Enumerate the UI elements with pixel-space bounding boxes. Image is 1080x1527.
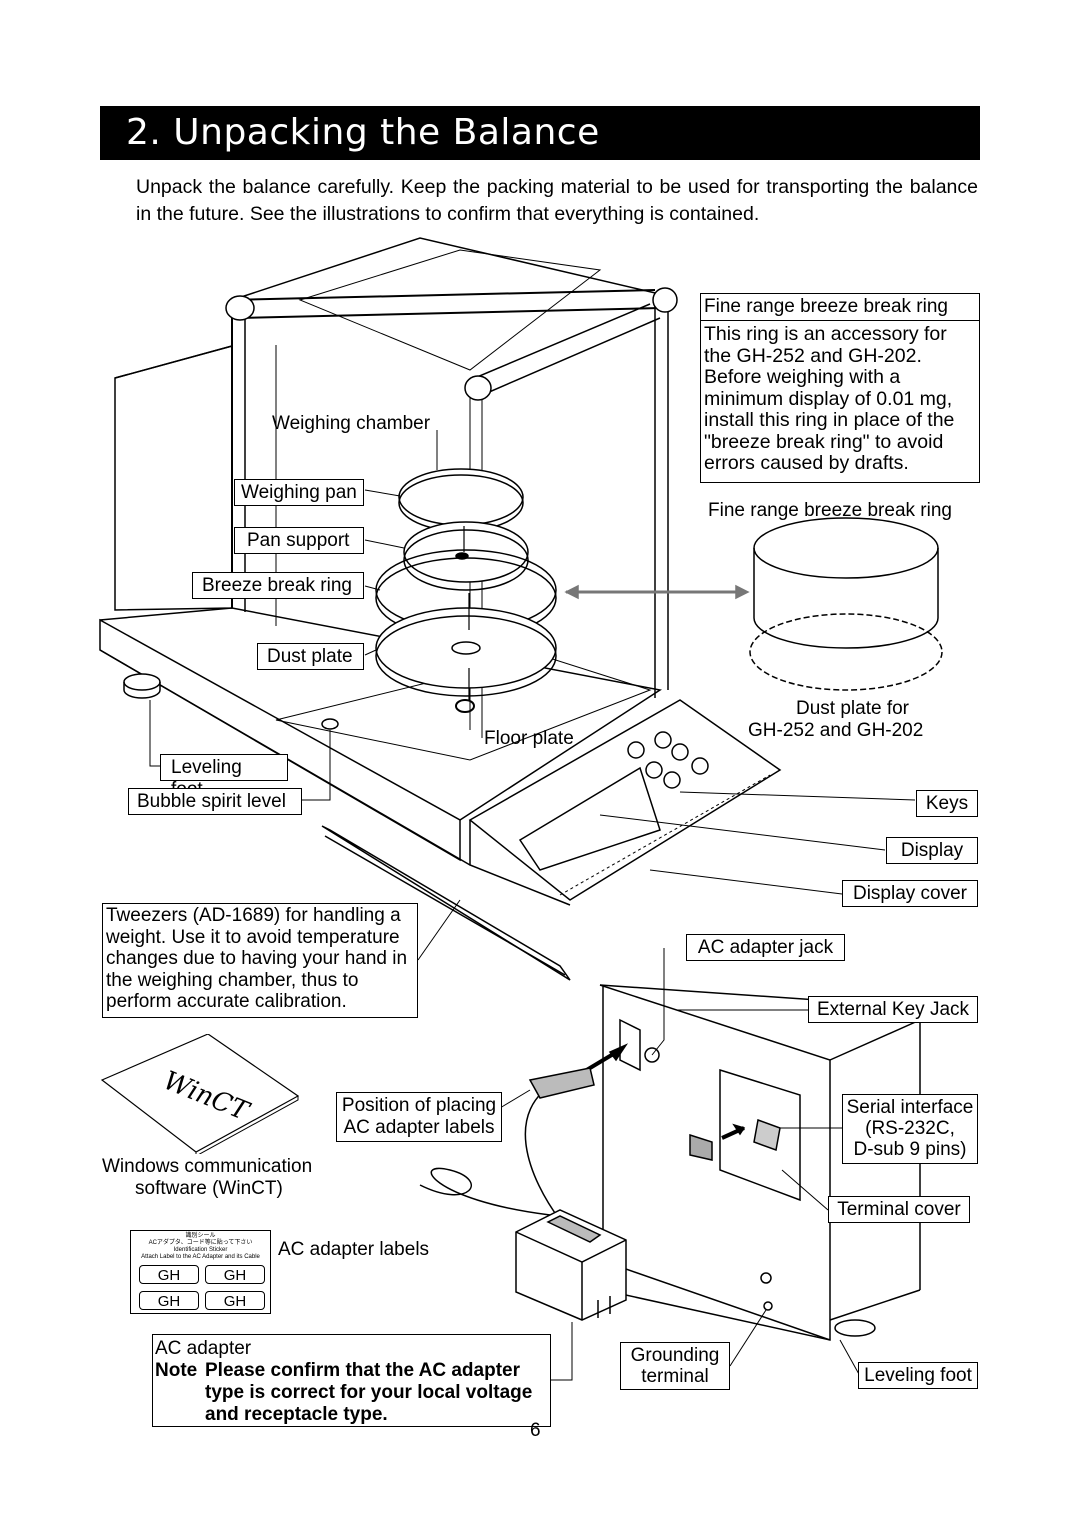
label-leveling-foot-left: Leveling foot [160, 754, 288, 800]
label-dust-plate-for-1: Dust plate for [796, 698, 909, 719]
gh-label: GH [139, 1265, 199, 1284]
sticker-line3: Identification Sticker [173, 1247, 228, 1253]
sticker-line2: ACアダプタ、コード等に貼って下さい [148, 1240, 253, 1246]
winct-caption-line2: software (WinCT) [135, 1178, 283, 1199]
grounding-line1: Grounding [630, 1345, 720, 1366]
gh-label: GH [139, 1291, 199, 1310]
label-floor-plate: Floor plate [484, 728, 574, 749]
label-breeze-break-ring: Breeze break ring [192, 572, 364, 599]
label-pan-support: Pan support [234, 527, 364, 554]
section-header: 2. Unpacking the Balance [100, 106, 980, 160]
winct-caption-line1: Windows communication [102, 1156, 313, 1177]
label-leveling-foot-right: Leveling foot [858, 1362, 978, 1389]
serial-interface-line2: (RS-232C, [865, 1118, 955, 1139]
position-placing-line2: AC adapter labels [343, 1117, 495, 1138]
label-ac-adapter-jack: AC adapter jack [686, 934, 845, 961]
note-line3: and receptacle type. [205, 1404, 388, 1425]
label-keys: Keys [916, 790, 978, 817]
label-dust-plate: Dust plate [257, 643, 364, 670]
gh-label: GH [205, 1265, 265, 1284]
page-number: 6 [530, 1420, 541, 1441]
ac-adapter-note: Note Please confirm that the AC adapter t… [155, 1360, 549, 1426]
label-bubble-spirit-level: Bubble spirit level [128, 788, 302, 815]
sticker-line1: 識別シール [185, 1233, 216, 1239]
fine-ring-title: Fine range breeze break ring [701, 296, 979, 321]
label-ac-adapter-labels: AC adapter labels [278, 1239, 430, 1260]
fine-ring-info-box: Fine range breeze break ring This ring i… [700, 293, 980, 483]
label-weighing-pan: Weighing pan [234, 479, 364, 506]
ac-adapter-title: AC adapter [155, 1338, 252, 1359]
label-external-key-jack: External Key Jack [808, 996, 978, 1023]
label-position-of-placing: Position of placing AC adapter labels [336, 1092, 502, 1142]
section-title: 2. Unpacking the Balance [126, 112, 600, 153]
sticker-line4: Attach Label to the AC Adapter and its C… [141, 1254, 260, 1260]
label-weighing-chamber: Weighing chamber [272, 413, 431, 434]
ac-adapter-note-box: AC adapter Note Please confirm that the A… [152, 1334, 551, 1427]
label-dust-plate-for-2: GH-252 and GH-202 [748, 720, 924, 741]
gh-label: GH [205, 1291, 265, 1310]
intro-paragraph: Unpack the balance carefully. Keep the p… [136, 176, 978, 225]
note-line1: Please confirm that the AC adapter [205, 1360, 520, 1381]
serial-interface-line3: D-sub 9 pins) [853, 1139, 967, 1160]
label-grounding-terminal: Grounding terminal [620, 1342, 730, 1390]
label-fine-ring-caption: Fine range breeze break ring [708, 500, 952, 521]
position-placing-line1: Position of placing [341, 1095, 497, 1116]
fine-ring-description: This ring is an accessory for the GH-252… [704, 323, 955, 474]
winct-software-card: WinCT [100, 1034, 300, 1154]
serial-interface-line1: Serial interface [846, 1097, 974, 1118]
tweezers-description: Tweezers (AD-1689) for handling a weight… [102, 903, 418, 1018]
label-serial-interface: Serial interface (RS-232C, D-sub 9 pins) [842, 1094, 978, 1164]
note-line2: type is correct for your local voltage [205, 1382, 533, 1403]
label-terminal-cover: Terminal cover [828, 1196, 970, 1223]
label-display: Display [886, 837, 978, 864]
grounding-line2: terminal [641, 1366, 709, 1387]
note-key: Note [155, 1360, 198, 1381]
ac-adapter-label-sheet: 識別シール ACアダプタ、コード等に貼って下さい Identification … [130, 1230, 271, 1314]
label-display-cover: Display cover [842, 880, 978, 907]
